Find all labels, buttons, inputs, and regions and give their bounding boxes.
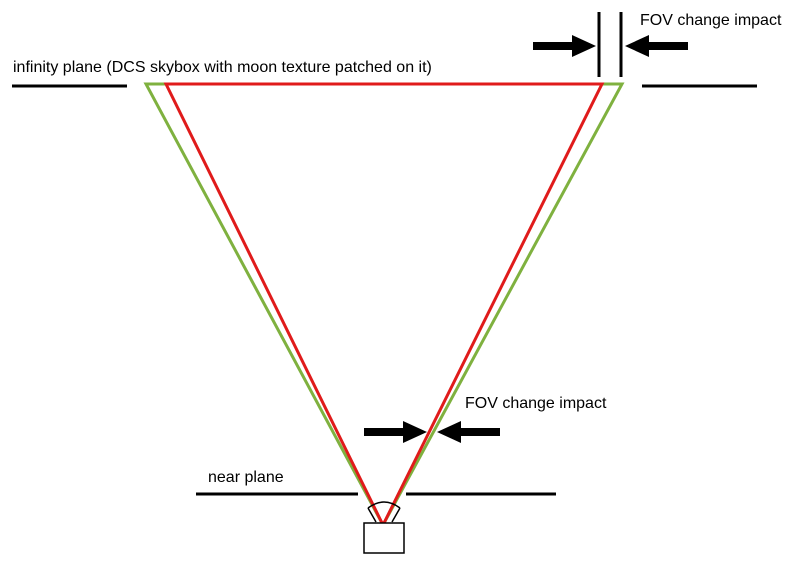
camera-body xyxy=(363,522,405,554)
fov-impact-mid-label: FOV change impact xyxy=(465,395,607,412)
fov-impact-top-label: FOV change impact xyxy=(640,12,782,29)
camera-lens-left xyxy=(367,507,377,523)
fov-impact-mid-arrows xyxy=(364,421,500,443)
near-plane-label: near plane xyxy=(208,469,284,486)
infinity-plane-label: infinity plane (DCS skybox with moon tex… xyxy=(13,59,432,76)
arrow-mid-left-head xyxy=(403,421,427,443)
wide-fov-frustum xyxy=(143,82,625,529)
fov-impact-top-arrows xyxy=(533,35,688,57)
arrow-mid-right-head xyxy=(437,421,461,443)
arrow-top-right-head xyxy=(625,35,649,57)
arrow-top-left-head xyxy=(572,35,596,57)
narrow-fov-frustum xyxy=(163,82,605,529)
camera-lens-arc xyxy=(367,501,401,509)
arrow-mid-right-shaft xyxy=(460,428,500,436)
camera-lens-right xyxy=(391,507,401,523)
arrow-top-right-shaft xyxy=(648,42,688,50)
camera-icon xyxy=(363,501,405,554)
arrow-top-left-shaft xyxy=(533,42,573,50)
arrow-mid-left-shaft xyxy=(364,428,404,436)
